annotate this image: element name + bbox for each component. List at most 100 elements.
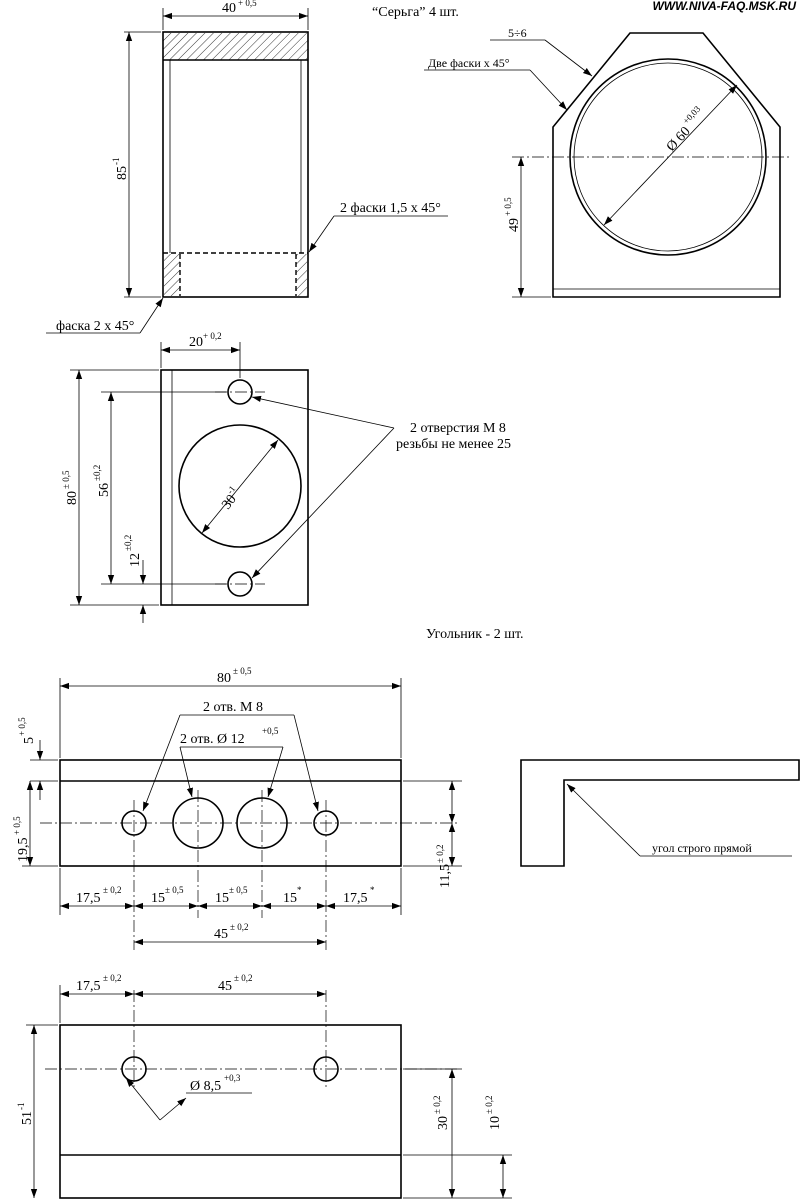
plate-view: 20 + 0,2 80 ± 0,5 56 ±0,2 12 ±0,2 30 -1 xyxy=(61,331,511,623)
dim-height-value: 85 xyxy=(115,166,130,180)
dim-line-hole-diameter xyxy=(159,1097,187,1121)
dim-axis-right-tol: ± 0,2 xyxy=(435,845,445,863)
dim-bottom-height-tol: -1 xyxy=(16,1103,26,1111)
dim-bottom-left-tol: ± 0,2 xyxy=(103,973,121,983)
label-chamfer: фаска 2 х 45° xyxy=(56,319,134,334)
label-holes12: 2 отв. Ø 12 xyxy=(180,732,245,747)
bracket-bottom-view: 17,5 ± 0,2 45 ± 0,2 51 -1 Ø 8,5 +0,3 30 … xyxy=(16,973,512,1199)
leader-hole-bottom xyxy=(251,427,395,579)
dim-axis-value: 19,5 xyxy=(16,838,31,863)
leader-hole-top xyxy=(251,395,395,429)
dim-axis-right-value: 11,5 xyxy=(438,864,453,888)
dim-flange-tol: + 0,5 xyxy=(17,717,27,736)
label-chamfers: 2 фаски 1,5 х 45° xyxy=(340,201,441,216)
bracket-bottom-outline xyxy=(59,1024,402,1199)
leader-m8-right xyxy=(293,714,319,812)
dim-m8-pitch-value: 45 xyxy=(214,927,228,942)
bore-circle-outer xyxy=(569,58,767,256)
dim-10-tol: ± 0,2 xyxy=(484,1096,494,1114)
dim-plate-height-value: 80 xyxy=(65,491,80,505)
leader-hole12-right xyxy=(267,746,284,798)
dim-hole-x-value: 20 xyxy=(189,335,203,350)
earring-title: “Серьга” 4 шт. xyxy=(372,5,459,20)
bracket-profile-outline xyxy=(520,759,800,867)
dim-width-tol: + 0,5 xyxy=(238,0,257,8)
dim-30-value: 30 xyxy=(436,1116,451,1130)
label-end-chamfers: Две фаски х 45° xyxy=(428,56,510,70)
chain-dim-4: 15 * xyxy=(283,885,302,906)
dim-hole-bottom-value: 12 xyxy=(128,553,143,567)
bottom-left-hatch xyxy=(164,254,180,296)
chain-dim-2: 15 ± 0,5 xyxy=(151,885,184,906)
label-right-angle: угол строго прямой xyxy=(652,841,752,855)
svg-text:15: 15 xyxy=(283,891,297,906)
svg-text:15: 15 xyxy=(215,891,229,906)
dim-axis-tol: + 0,5 xyxy=(12,816,22,835)
bracket-title: Угольник - 2 шт. xyxy=(426,627,524,642)
svg-text:± 0,5: ± 0,5 xyxy=(165,885,184,895)
dim-hole-pitch-tol: ±0,2 xyxy=(92,465,102,481)
top-hatched-section xyxy=(163,33,308,60)
leader-chamfer xyxy=(139,297,164,334)
dim-bottom-pitch-value: 45 xyxy=(218,979,232,994)
leader-hole12-left xyxy=(179,746,193,798)
svg-text:17,5: 17,5 xyxy=(76,891,101,906)
leader-chamfers xyxy=(308,215,335,253)
leader-end-chamfers xyxy=(529,69,568,111)
dim-hole-diameter-tol: +0,3 xyxy=(224,1073,241,1083)
earring-end-view: Ø 60 +0,03 49 + 0,5 5÷6 Две фаски х 45° xyxy=(424,26,790,298)
chain-dim-5: 17,5 * xyxy=(343,885,375,906)
bracket-front-outline xyxy=(59,759,402,867)
dim-bracket-length-tol: ± 0,5 xyxy=(233,666,252,676)
chain-dim-3: 15 ± 0,5 xyxy=(215,885,248,906)
dim-hole-diameter-value: Ø 8,5 xyxy=(190,1079,221,1094)
leader-right-angle xyxy=(566,783,641,857)
label-holes12-tol: +0,5 xyxy=(262,726,279,736)
dim-bore-value: 30 xyxy=(219,492,239,512)
leader-lug xyxy=(544,39,593,77)
label-lug: 5÷6 xyxy=(508,26,527,40)
dim-center-tol: + 0,5 xyxy=(503,197,513,216)
dim-height-tol: -1 xyxy=(111,158,121,166)
dim-bottom-pitch-tol: ± 0,2 xyxy=(234,973,252,983)
dim-bottom-left-value: 17,5 xyxy=(76,979,101,994)
dim-diameter-value: Ø 60 xyxy=(664,124,694,154)
dim-m8-pitch-tol: ± 0,2 xyxy=(230,922,248,932)
dim-plate-height-tol: ± 0,5 xyxy=(61,470,71,489)
earring-body-outline xyxy=(162,31,309,298)
chain-dim-1: 17,5 ± 0,2 xyxy=(76,885,121,906)
earring-side-view: 40 + 0,5 85 -1 2 фаски 1,5 х 45° фаска 2… xyxy=(46,0,448,334)
dim-bracket-length-value: 80 xyxy=(217,671,231,686)
earring-end-outline xyxy=(552,32,781,298)
dim-center-value: 49 xyxy=(507,218,522,232)
svg-text:*: * xyxy=(370,885,375,895)
dim-hole-pitch-value: 56 xyxy=(97,483,112,497)
plate-bore xyxy=(178,424,302,548)
dim-hole-x-tol: + 0,2 xyxy=(203,331,222,341)
bracket-front-view: 80 ± 0,5 5 + 0,5 19,5 + 0,5 11,5 ± 0,2 2… xyxy=(12,666,462,950)
dim-30-tol: ± 0,2 xyxy=(432,1096,442,1114)
dim-flange-value: 5 xyxy=(22,737,37,744)
bracket-profile-view: угол строго прямой xyxy=(520,759,800,867)
label-holes-line2: резьбы не менее 25 xyxy=(396,437,511,452)
svg-text:*: * xyxy=(297,885,302,895)
plate-outline xyxy=(160,369,309,606)
dim-line-bore xyxy=(201,439,279,534)
dim-line-diameter xyxy=(603,84,738,226)
bottom-right-hatch xyxy=(296,254,307,296)
dim-bottom-height-value: 51 xyxy=(20,1111,35,1125)
svg-text:15: 15 xyxy=(151,891,165,906)
dim-diameter-tol: +0,03 xyxy=(681,104,703,126)
dim-10-value: 10 xyxy=(488,1116,503,1130)
label-m8: 2 отв. М 8 xyxy=(203,700,263,715)
dim-width-value: 40 xyxy=(222,1,236,16)
dim-hole-bottom-tol: ±0,2 xyxy=(123,535,133,551)
svg-text:± 0,5: ± 0,5 xyxy=(229,885,248,895)
label-holes-line1: 2 отверстия М 8 xyxy=(410,421,506,436)
svg-text:± 0,2: ± 0,2 xyxy=(103,885,121,895)
leader-m8-left xyxy=(142,714,181,812)
site-url: WWW.NIVA-FAQ.MSK.RU xyxy=(652,0,796,13)
svg-text:17,5: 17,5 xyxy=(343,891,368,906)
